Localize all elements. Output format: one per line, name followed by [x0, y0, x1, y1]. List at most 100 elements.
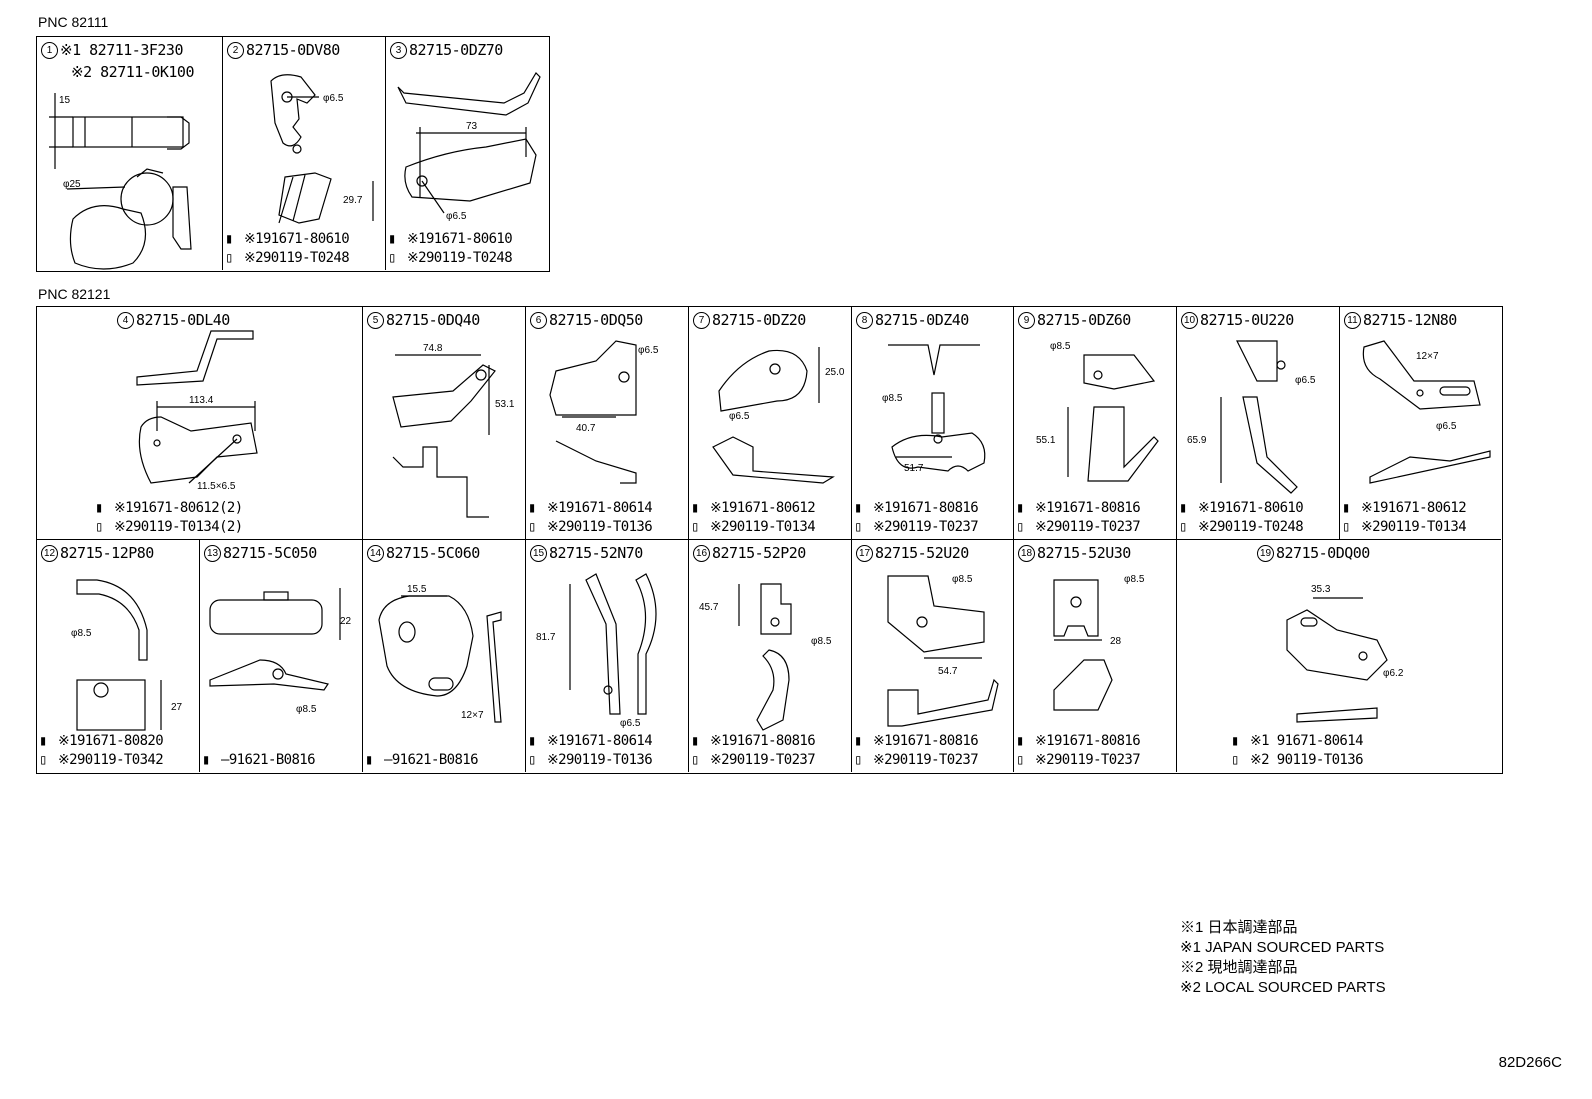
bolt-icon: ▮	[528, 500, 536, 516]
fastener-1: ※191671-80610	[407, 231, 513, 247]
part-number: 82715-52N70	[549, 544, 643, 562]
bracket-drawing-15: 81.7 φ6.5	[536, 573, 657, 729]
item-number-badge: 19	[1257, 545, 1274, 562]
bracket-drawing-16: 45.7 φ8.5	[699, 583, 832, 731]
fastener-2: ※290119-T0134(2)	[114, 519, 243, 535]
dim-label: 29.7	[343, 195, 363, 206]
nut-icon: ▯	[388, 250, 396, 266]
dim-label: 12×7	[1416, 351, 1439, 362]
dim-label: φ8.5	[1050, 341, 1071, 352]
nut-icon: ▯	[1016, 519, 1024, 535]
fastener-1: 91621-B0816	[228, 752, 316, 768]
nut-icon: ▯	[1179, 519, 1187, 535]
bracket-drawing-9: φ8.5 55.1	[1036, 341, 1159, 482]
part-cell-1[interactable]: 15 φ25 1※1 82711-3F230 ※2 82711-0K100	[37, 37, 223, 270]
pnc-label-mid: PNC 82121	[38, 286, 111, 302]
bracket-drawing-7: 25.0 φ6.5	[712, 347, 845, 484]
nut-icon: ▯	[1231, 752, 1239, 768]
dim-label: 53.1	[495, 399, 515, 410]
dim-label: φ8.5	[882, 393, 903, 404]
pnc-label-top: PNC 82111	[38, 14, 109, 30]
dim-label: φ8.5	[811, 636, 832, 647]
part-number: 82715-5C060	[386, 544, 480, 562]
dim-label: 55.1	[1036, 435, 1056, 446]
nut-icon: ▯	[854, 519, 862, 535]
fastener-2: ※290119-T0237	[710, 752, 816, 768]
bracket-drawing-11: 12×7 φ6.5	[1362, 340, 1491, 484]
dim-label: φ6.5	[446, 211, 467, 222]
dim-label: 35.3	[1311, 584, 1331, 595]
bracket-drawing-5: 74.8 53.1	[392, 343, 515, 518]
item-number-badge: 16	[693, 545, 710, 562]
part-number: 82715-52U20	[875, 544, 969, 562]
dim-label: 65.9	[1187, 435, 1207, 446]
fastener-2: ※290119-T0237	[1035, 519, 1141, 535]
nut-icon: ▯	[1342, 519, 1350, 535]
item-number-badge: 2	[227, 42, 244, 59]
item-number-badge: 10	[1181, 312, 1198, 329]
part-number: 82715-0DV80	[246, 41, 340, 59]
dim-label: φ6.5	[323, 93, 344, 104]
dim-label: φ6.2	[1383, 668, 1404, 679]
nut-icon: ▯	[854, 752, 862, 768]
fastener-2: ※290119-T0134	[1361, 519, 1467, 535]
part-number: 82715-52U30	[1037, 544, 1131, 562]
nut-icon: ▯	[528, 519, 536, 535]
item-number-badge: 7	[693, 312, 710, 329]
dim-label: φ6.5	[1295, 375, 1316, 386]
drawing-code: 82D266C	[1498, 1054, 1562, 1071]
bolt-icon: ▮	[95, 500, 103, 516]
fastener-2: ※290119-T0237	[873, 519, 979, 535]
bolt-icon: ▮	[528, 733, 536, 749]
fastener-2: ※290119-T0134	[710, 519, 816, 535]
dim-label: 11.5×6.5	[197, 481, 236, 492]
dim-label: φ8.5	[296, 704, 317, 715]
dim-label: 15	[59, 95, 71, 106]
item-number-badge: 4	[117, 312, 134, 329]
item-number-badge: 14	[367, 545, 384, 562]
bolt-icon: ▮	[691, 733, 699, 749]
dim-label: φ25	[63, 179, 81, 190]
fastener-2: ※290119-T0248	[1198, 519, 1304, 535]
bolt-icon: ▮	[225, 231, 233, 247]
dim-label: φ6.5	[729, 411, 750, 422]
fastener-2: ※290119-T0136	[547, 519, 653, 535]
item-number-badge: 13	[204, 545, 221, 562]
bolt-icon: ▮	[854, 500, 862, 516]
part-number: 82715-12N80	[1363, 311, 1457, 329]
fastener-2: ※290119-T0237	[1035, 752, 1141, 768]
dim-label: 12×7	[461, 710, 484, 721]
nut-icon: ▯	[39, 752, 47, 768]
dim-label: φ8.5	[952, 574, 973, 585]
item-number-badge: 11	[1344, 312, 1361, 329]
bolt-icon: ▮	[1342, 500, 1350, 516]
nut-icon: ▯	[528, 752, 536, 768]
item-number-badge: 18	[1018, 545, 1035, 562]
item-number-badge: 5	[367, 312, 384, 329]
dim-label: 81.7	[536, 632, 556, 643]
dim-label: 74.8	[423, 343, 443, 354]
fastener-1: 91621-B0816	[391, 752, 479, 768]
fastener-1: ※191671-80816	[710, 733, 816, 749]
fastener-1: ※191671-80612(2)	[114, 500, 243, 516]
legend-line: ※1 日本調達部品	[1180, 919, 1298, 936]
dim-label: 113.4	[189, 395, 214, 406]
